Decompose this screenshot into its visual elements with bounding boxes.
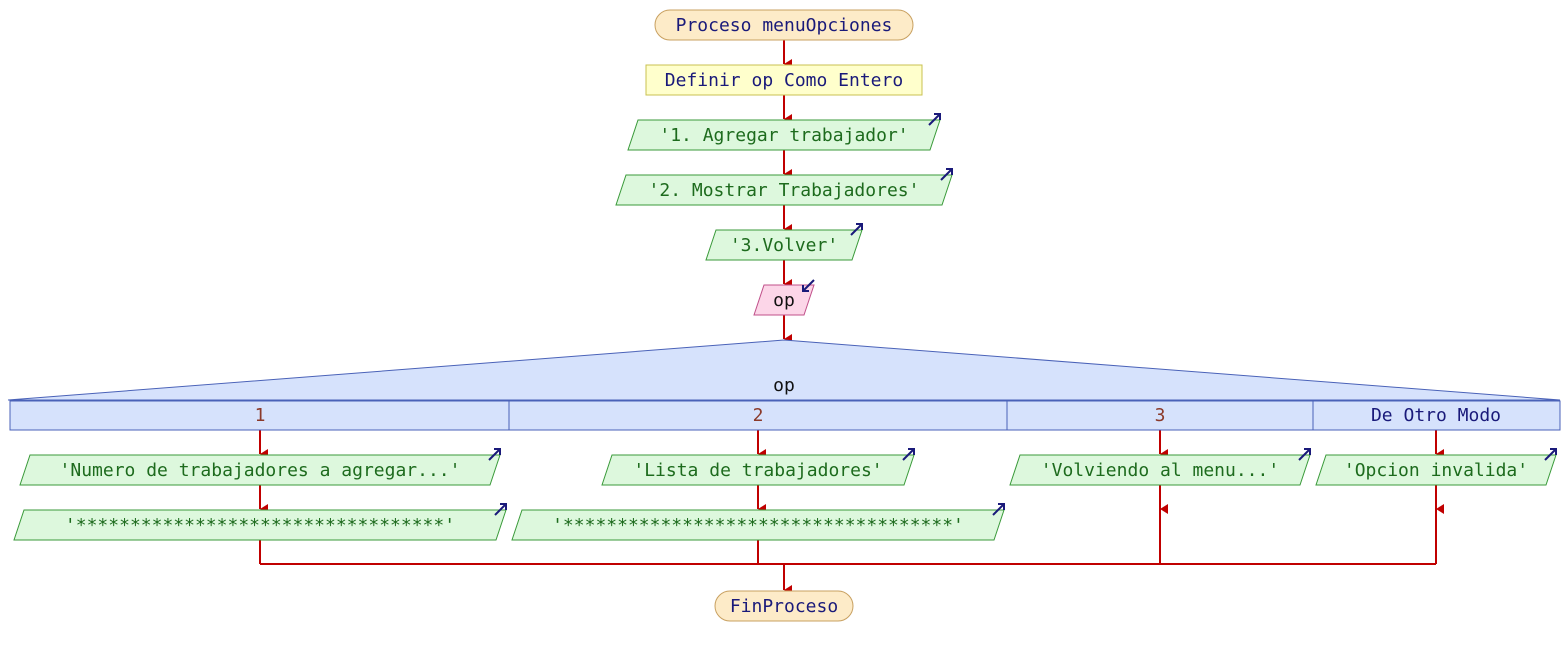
arrow-out-icon	[992, 503, 1005, 516]
define-label: Definir op Como Entero	[665, 70, 903, 91]
output-step: 'Opcion invalida'	[1315, 448, 1557, 486]
output-label: '1. Agregar trabajador'	[659, 125, 908, 146]
arrow-out-icon	[488, 448, 501, 461]
switch-variable: op	[773, 375, 795, 396]
arrow-out-icon	[494, 503, 507, 516]
end-terminal: FinProceso	[714, 590, 854, 622]
output-label: '2. Mostrar Trabajadores'	[649, 180, 920, 201]
output-step: '************************************'	[511, 503, 1005, 541]
arrow-in-icon	[802, 279, 815, 292]
output-step: 'Numero de trabajadores a agregar...'	[19, 448, 501, 486]
arrow-out-icon	[902, 448, 915, 461]
case-label: 2	[753, 405, 764, 426]
output-label: '************************************'	[552, 515, 964, 536]
output-label: 'Opcion invalida'	[1344, 460, 1528, 481]
output-label: '3.Volver'	[730, 235, 838, 256]
output-label: '**********************************'	[65, 515, 455, 536]
output-step: '2. Mostrar Trabajadores'	[615, 168, 953, 206]
arrow-out-icon	[1544, 448, 1557, 461]
output-step: 'Volviendo al menu...'	[1009, 448, 1311, 486]
output-label: 'Numero de trabajadores a agregar...'	[60, 460, 461, 481]
output-label: 'Volviendo al menu...'	[1041, 460, 1279, 481]
output-step: 'Lista de trabajadores'	[601, 448, 915, 486]
arrow-out-icon	[940, 168, 953, 181]
arrow-out-icon	[850, 223, 863, 236]
output-step: '3.Volver'	[705, 223, 863, 261]
end-label: FinProceso	[730, 596, 838, 617]
output-label: 'Lista de trabajadores'	[633, 460, 882, 481]
flow-connectors	[259, 40, 1444, 595]
define-step: Definir op Como Entero	[645, 64, 923, 96]
switch-block: op 1 2 3 De Otro Modo	[7, 339, 1561, 431]
case-label: 1	[255, 405, 266, 426]
start-label: Proceso menuOpciones	[676, 15, 893, 36]
input-label: op	[773, 290, 795, 311]
case-label: 3	[1155, 405, 1166, 426]
output-step: '**********************************'	[13, 503, 507, 541]
arrow-out-icon	[1298, 448, 1311, 461]
arrow-out-icon	[928, 113, 941, 126]
start-terminal: Proceso menuOpciones	[654, 9, 914, 41]
output-step: '1. Agregar trabajador'	[627, 113, 941, 151]
case-label-default: De Otro Modo	[1371, 405, 1501, 426]
input-step: op	[753, 279, 815, 316]
